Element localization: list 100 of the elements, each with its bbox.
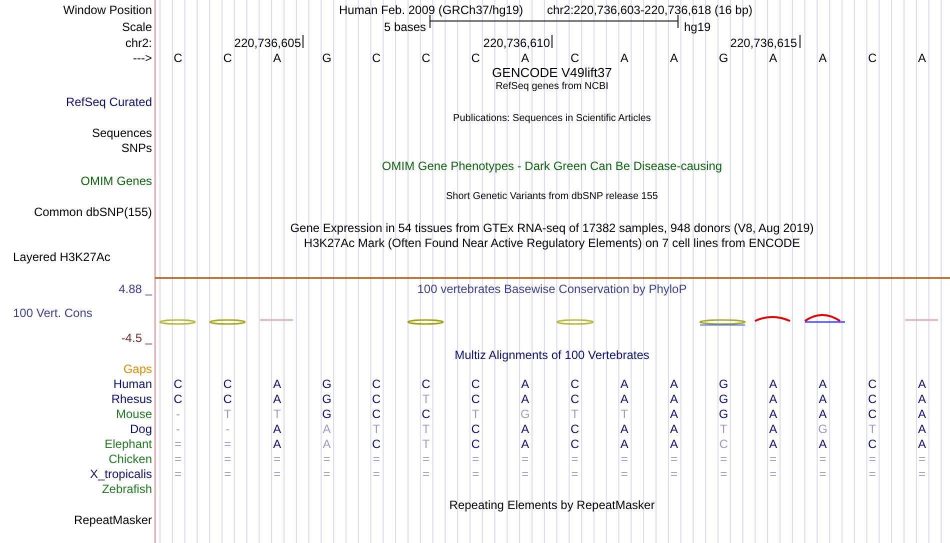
alignment-base: =	[274, 452, 281, 466]
alignment-base: G	[322, 407, 332, 421]
base-letter: C	[174, 51, 182, 65]
alignment-base: =	[522, 452, 529, 466]
alignment-base: =	[422, 452, 430, 466]
alignment-base: C	[372, 392, 381, 406]
alignment-base: =	[472, 467, 480, 481]
base-letter: C	[471, 51, 480, 65]
alignment-base: =	[620, 467, 628, 481]
track-label: Layered H3K27Ac	[13, 250, 110, 264]
alignment-base: C	[422, 377, 430, 391]
alignment-base: C	[471, 437, 480, 451]
alignment-base: A	[818, 392, 827, 406]
track-label: Common dbSNP(155)	[34, 205, 152, 219]
alignment-base: G	[718, 407, 728, 421]
alignment-base: =	[522, 467, 529, 481]
alignment-base: A	[620, 422, 628, 436]
alignment-base: A	[818, 437, 827, 451]
alignment-base: =	[571, 467, 578, 481]
alignment-base: T	[868, 422, 876, 436]
alignment-base: A	[670, 377, 678, 391]
species-label: Dog	[130, 422, 152, 436]
alignment-base: A	[670, 392, 678, 406]
alignment-base: -	[176, 422, 180, 436]
alignment-base: =	[868, 452, 876, 466]
alignment-base: A	[918, 407, 926, 421]
alignment-base: T	[274, 407, 281, 421]
alignment-base: A	[670, 437, 678, 451]
alignment-base: A	[769, 422, 778, 436]
alignment-base: C	[570, 437, 580, 451]
alignment-base: A	[769, 407, 778, 421]
species-label: Zebrafish	[102, 482, 152, 496]
alignment-base: =	[571, 452, 578, 466]
alignment-base: =	[472, 452, 480, 466]
track-title: Gene Expression in 54 tissues from GTEx RNA-seq of 17382 samples, 948 donors (V8, Aug 2019)	[290, 221, 814, 235]
alignment-base: A	[818, 377, 827, 391]
alignment-base: C	[174, 377, 182, 391]
alignment-base: =	[224, 437, 232, 451]
species-label: Human	[113, 377, 152, 391]
alignment-base: =	[918, 467, 926, 481]
base-letter: A	[918, 51, 926, 65]
track-title: 100 vertebrates Basewise Conservation by PhyloP	[417, 282, 687, 296]
track-label: RefSeq Curated	[66, 95, 152, 109]
alignment-base: A	[273, 437, 282, 451]
base-letter: G	[718, 51, 728, 65]
base-letter: C	[372, 51, 381, 65]
alignment-base: A	[670, 407, 678, 421]
alignment-base: A	[620, 377, 628, 391]
track-label: OMIM Genes	[80, 174, 152, 188]
alignment-base: =	[323, 467, 330, 481]
alignment-base: T	[372, 422, 380, 436]
alignment-base: A	[918, 422, 926, 436]
alignment-base: C	[719, 437, 728, 451]
base-letter: A	[521, 51, 530, 65]
alignment-base: =	[670, 467, 678, 481]
alignment-base: =	[323, 452, 330, 466]
assembly-label: Human Feb. 2009 (GRCh37/hg19)	[339, 3, 524, 17]
alignment-base: =	[819, 467, 826, 481]
alignment-base: G	[520, 407, 530, 421]
alignment-base: A	[670, 422, 678, 436]
alignment-base: C	[570, 422, 580, 436]
alignment-base: T	[224, 407, 232, 421]
base-letter: A	[818, 51, 827, 65]
alignment-base: A	[273, 422, 282, 436]
alignment-base: T	[620, 407, 628, 421]
alignment-base: G	[322, 392, 332, 406]
alignment-base: =	[372, 467, 380, 481]
alignment-base: A	[769, 377, 778, 391]
species-label: Elephant	[104, 437, 152, 451]
track-title: OMIM Gene Phenotypes - Dark Green Can Be Disease-causing	[382, 159, 722, 173]
strand-arrow-label: --->	[133, 51, 152, 65]
track-title: Multiz Alignments of 100 Vertebrates	[454, 348, 650, 362]
alignment-base: A	[769, 437, 778, 451]
alignment-base: =	[770, 452, 777, 466]
alignment-base: A	[322, 422, 331, 436]
alignment-base: T	[472, 407, 480, 421]
alignment-base: G	[818, 422, 828, 436]
alignment-base: =	[274, 467, 281, 481]
alignment-base: T	[422, 437, 430, 451]
track-label: Sequences	[92, 126, 152, 140]
alignment-base: C	[223, 377, 232, 391]
alignment-base: A	[521, 392, 530, 406]
alignment-base: C	[868, 437, 877, 451]
alignment-base: A	[769, 392, 778, 406]
alignment-base: G	[718, 392, 728, 406]
species-label: Chicken	[108, 452, 152, 466]
base-letter: A	[620, 51, 628, 65]
coordinate-label: 220,736,615	[730, 36, 797, 50]
species-label: X_tropicalis	[90, 467, 152, 481]
alignment-base: A	[620, 437, 628, 451]
alignment-base: A	[521, 422, 530, 436]
base-letter: C	[422, 51, 430, 65]
alignment-base: A	[273, 392, 282, 406]
base-letter: A	[769, 51, 778, 65]
axis-value: -4.5 _	[121, 331, 152, 345]
alignment-base: =	[918, 452, 926, 466]
alignment-base: =	[174, 437, 182, 451]
alignment-base: A	[918, 392, 926, 406]
alignment-base: A	[818, 407, 827, 421]
alignment-base: A	[620, 392, 628, 406]
